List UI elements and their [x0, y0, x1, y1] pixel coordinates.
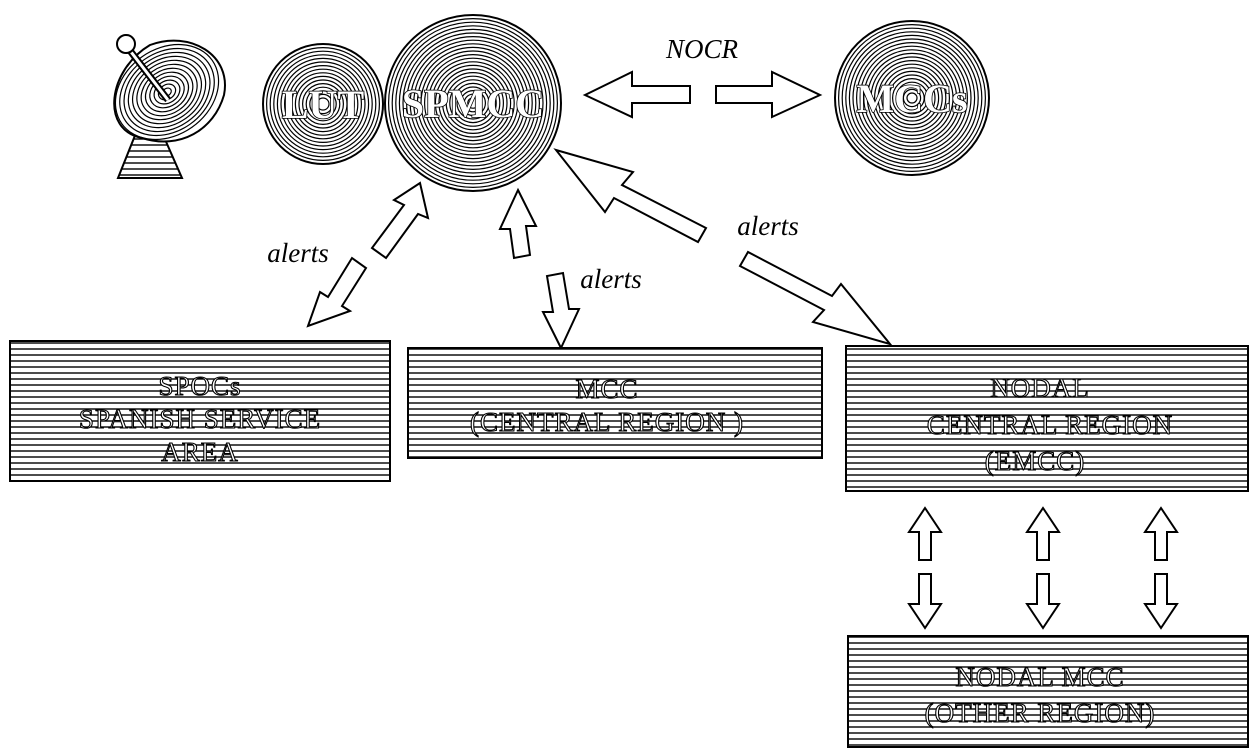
nodal-central-emcc: (EMCC)	[985, 446, 1086, 476]
mccs-node: MCCs	[834, 20, 990, 176]
nodal-link-1	[907, 506, 943, 630]
lut-node: LUT	[262, 43, 384, 165]
mcc-central-title: MCC	[575, 374, 638, 404]
alerts-arrow-spocs	[306, 181, 430, 328]
spmcc-label: SPMCC	[402, 81, 544, 126]
nodal-central-box: NODAL CENTRAL REGION (EMCC)	[845, 345, 1249, 492]
alerts-label-center: alerts	[580, 264, 642, 294]
lut-label: LUT	[282, 82, 365, 127]
alerts-arrow-nodal	[553, 148, 893, 346]
mcc-central-region: (CENTRAL REGION )	[470, 407, 744, 437]
spocs-area: AREA	[161, 437, 239, 467]
nocr-arrow-right	[715, 70, 823, 119]
alerts-label-left: alerts	[267, 238, 329, 268]
nodal-link-2	[1025, 506, 1061, 630]
nodal-link-arrows	[907, 506, 1179, 630]
mcc-central-box: MCC (CENTRAL REGION )	[407, 347, 823, 459]
nodal-other-region: (OTHER REGION)	[925, 698, 1156, 728]
nocr-arrow-left	[582, 70, 691, 119]
nocr-label: NOCR	[665, 34, 739, 64]
nodal-other-title: NODAL MCC	[955, 662, 1124, 692]
nodal-central-title: NODAL	[990, 373, 1090, 403]
spocs-subtitle: SPANISH SERVICE	[79, 404, 321, 434]
nodal-other-box: NODAL MCC (OTHER REGION)	[847, 635, 1249, 748]
mccs-label: MCCs	[856, 76, 967, 121]
nodal-central-region: CENTRAL REGION	[927, 410, 1173, 440]
alerts-label-right: alerts	[737, 211, 799, 241]
spocs-box: SPOCs SPANISH SERVICE AREA	[9, 340, 391, 482]
alerts-arrow-mcc-central	[498, 187, 581, 351]
nodal-link-3	[1143, 506, 1179, 630]
spocs-title: SPOCs	[158, 371, 241, 401]
spmcc-node: SPMCC	[384, 14, 562, 192]
satellite-dish-icon	[113, 34, 226, 179]
